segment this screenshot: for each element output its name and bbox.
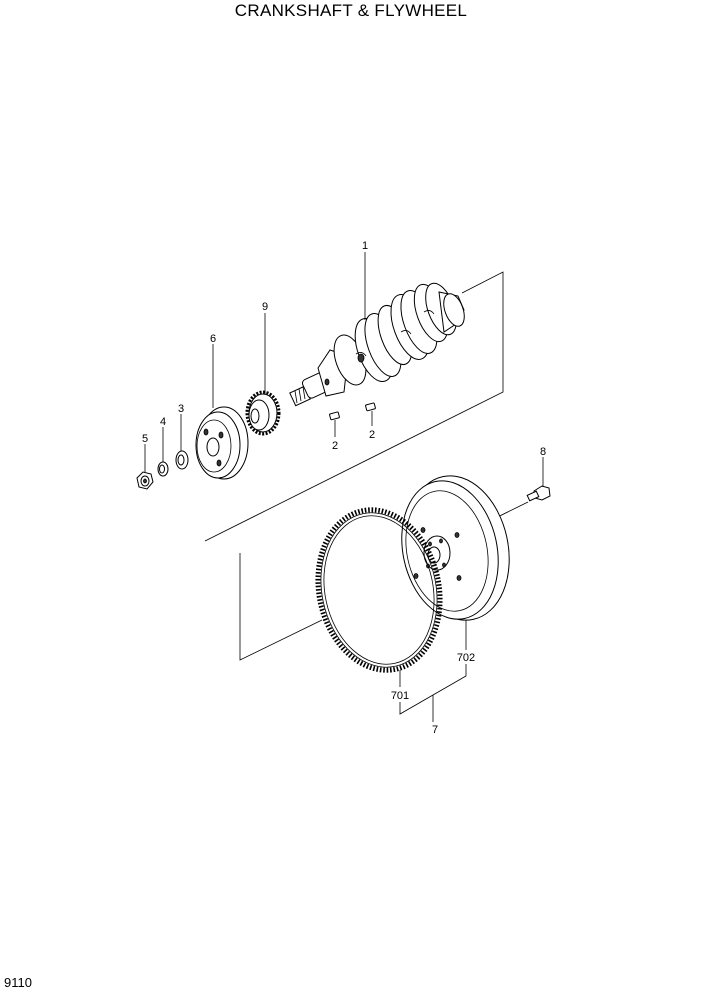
callout-4: 4 bbox=[160, 416, 166, 428]
callout-2a: 2 bbox=[332, 440, 338, 452]
callout-labels: 1 2 2 3 4 5 6 7 8 9 701 702 bbox=[142, 240, 546, 736]
washer bbox=[175, 450, 189, 470]
callout-1: 1 bbox=[362, 240, 368, 252]
hex-nut bbox=[136, 471, 154, 490]
callout-2b: 2 bbox=[369, 429, 375, 441]
callout-7: 7 bbox=[432, 724, 438, 736]
page-title: CRANKSHAFT & FLYWHEEL bbox=[234, 1, 468, 20]
callout-9: 9 bbox=[262, 301, 268, 313]
woodruff-key bbox=[329, 402, 376, 421]
crankshaft-gear bbox=[245, 390, 281, 436]
flywheel-bolt bbox=[526, 485, 551, 502]
leader-lines bbox=[144, 252, 544, 722]
callout-701: 701 bbox=[391, 690, 409, 702]
flywheel bbox=[401, 475, 510, 621]
callout-3: 3 bbox=[178, 403, 184, 415]
page-code: 9110 bbox=[4, 975, 32, 990]
lock-washer bbox=[157, 461, 169, 477]
callout-6: 6 bbox=[210, 333, 216, 345]
crankshaft-pulley bbox=[195, 406, 249, 480]
callout-5: 5 bbox=[142, 433, 148, 445]
callout-702: 702 bbox=[457, 652, 475, 664]
crankshaft bbox=[289, 282, 465, 407]
callout-8: 8 bbox=[540, 446, 546, 458]
